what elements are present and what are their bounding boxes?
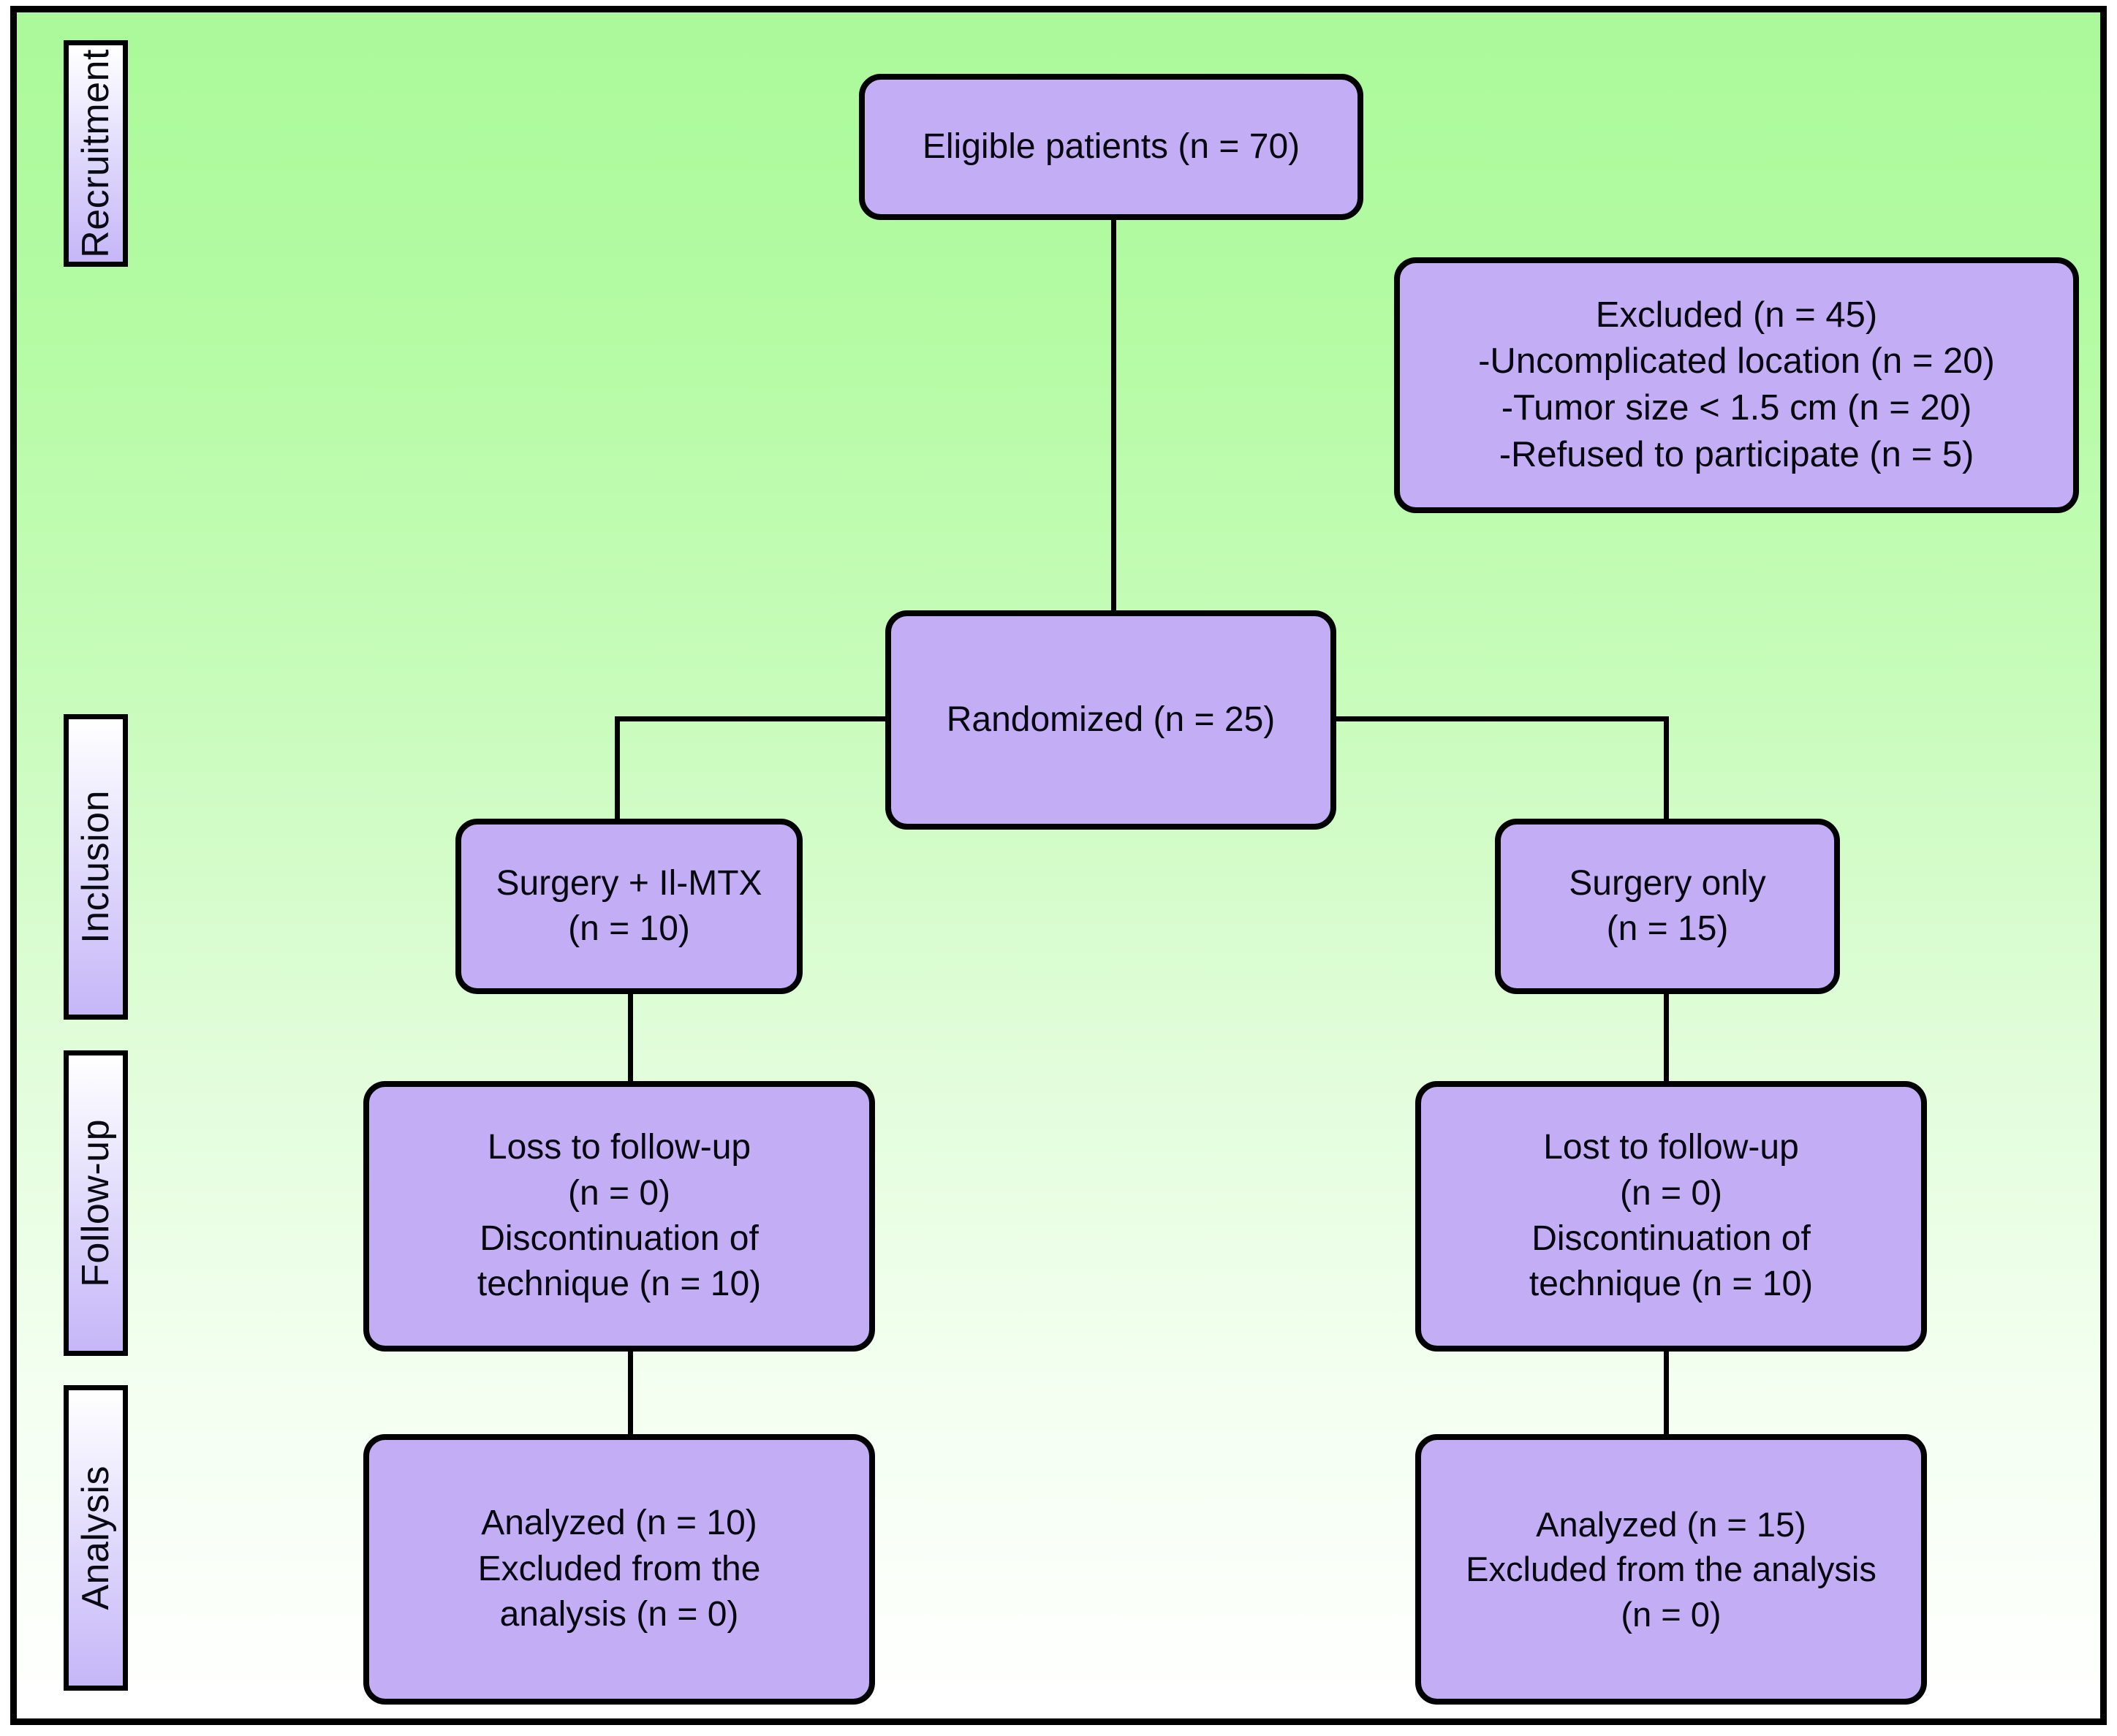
phase-bar-recruitment: Recruitment <box>64 40 128 267</box>
connector-randomized-right-drop <box>1664 716 1669 825</box>
node-analysis-right-line-1: Analyzed (n = 15) <box>1536 1505 1806 1544</box>
connector-randomized-left-drop <box>615 716 620 825</box>
node-analysis-left-line-2: Excluded from the <box>477 1549 761 1588</box>
node-analysis-left-line-3: analysis (n = 0) <box>499 1595 739 1634</box>
phase-bar-analysis: Analysis <box>64 1385 128 1691</box>
node-arm-right-line-1: Surgery only <box>1569 863 1766 903</box>
node-followup-left[interactable]: Loss to follow-up (n = 0) Discontinuatio… <box>363 1081 875 1352</box>
node-analysis-right-line-2: Excluded from the analysis <box>1466 1550 1876 1589</box>
node-arm-right-line-2: (n = 15) <box>1606 909 1729 948</box>
node-followup-left-line-1: Loss to follow-up <box>487 1128 751 1167</box>
node-randomized-line-1: Randomized (n = 25) <box>946 700 1276 739</box>
node-excluded-line-3: -Tumor size < 1.5 cm (n = 20) <box>1501 388 1972 428</box>
connector-randomized-right-horizontal <box>1333 716 1669 721</box>
node-followup-right[interactable]: Lost to follow-up (n = 0) Discontinuatio… <box>1415 1081 1927 1352</box>
connector-randomized-left-horizontal <box>615 716 900 721</box>
phase-label-recruitment: Recruitment <box>75 49 117 258</box>
connector-followup-left-to-analysis-left <box>628 1343 633 1445</box>
diagram-stage: Recruitment Inclusion Follow-up Analysis <box>10 6 2107 1725</box>
node-arm-surgery-plus-il-mtx[interactable]: Surgery + Il-MTX (n = 10) <box>455 819 803 994</box>
node-analysis-right[interactable]: Analyzed (n = 15) Excluded from the anal… <box>1415 1434 1927 1705</box>
node-excluded-line-4: -Refused to participate (n = 5) <box>1499 434 1974 474</box>
phase-label-analysis: Analysis <box>75 1466 117 1610</box>
node-followup-right-line-4: technique (n = 10) <box>1529 1265 1814 1304</box>
node-arm-left-line-1: Surgery + Il-MTX <box>496 863 762 903</box>
node-followup-right-line-3: Discontinuation of <box>1531 1219 1811 1258</box>
connector-followup-right-to-analysis-right <box>1664 1343 1669 1445</box>
node-arm-left-line-2: (n = 10) <box>568 909 690 948</box>
phase-label-followup: Follow-up <box>75 1119 117 1287</box>
node-analysis-left[interactable]: Analyzed (n = 10) Excluded from the anal… <box>363 1434 875 1705</box>
node-followup-left-line-4: technique (n = 10) <box>477 1265 762 1304</box>
node-followup-right-line-1: Lost to follow-up <box>1543 1128 1799 1167</box>
phase-bar-inclusion: Inclusion <box>64 714 128 1020</box>
node-eligible-line-1: Eligible patients (n = 70) <box>922 126 1300 166</box>
node-eligible-patients[interactable]: Eligible patients (n = 70) <box>859 74 1363 220</box>
phase-bar-followup: Follow-up <box>64 1050 128 1356</box>
node-excluded-line-2: -Uncomplicated location (n = 20) <box>1478 341 1995 382</box>
node-arm-surgery-only[interactable]: Surgery only (n = 15) <box>1495 819 1840 994</box>
node-excluded-line-1: Excluded (n = 45) <box>1595 295 1878 335</box>
node-analysis-right-line-3: (n = 0) <box>1621 1594 1722 1634</box>
node-followup-right-line-2: (n = 0) <box>1619 1173 1723 1213</box>
node-excluded[interactable]: Excluded (n = 45) -Uncomplicated locatio… <box>1394 257 2079 513</box>
connector-arm-right-to-followup-right <box>1664 985 1669 1094</box>
node-followup-left-line-3: Discontinuation of <box>480 1219 759 1258</box>
phase-label-inclusion: Inclusion <box>75 790 117 944</box>
node-randomized[interactable]: Randomized (n = 25) <box>885 610 1336 830</box>
node-followup-left-line-2: (n = 0) <box>567 1173 671 1213</box>
connector-eligible-to-randomized <box>1111 217 1116 634</box>
node-analysis-left-line-1: Analyzed (n = 10) <box>481 1504 757 1543</box>
connector-arm-left-to-followup-left <box>628 985 633 1094</box>
